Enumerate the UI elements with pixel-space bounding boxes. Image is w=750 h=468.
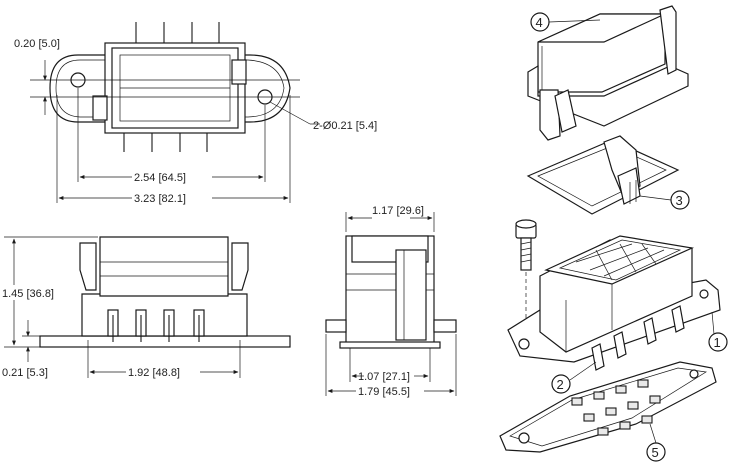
front-view: 1.45 [36.8] 0.21 [5.3] 1.92 [48.8] <box>2 236 291 379</box>
callout-5: 5 <box>646 423 666 462</box>
side-view: 1.17 [29.6] 1.07 [27.1] 1.79 [45.5] <box>325 205 457 398</box>
top-view: 0.20 [5.0] 2-Ø0.21 [5.4] 2.54 [64.5] 3.2… <box>14 22 377 205</box>
svg-text:1: 1 <box>714 335 721 350</box>
cover-part <box>527 5 689 141</box>
dim-overall-length: 3.23 [82.1] <box>134 193 186 205</box>
terminals-part <box>591 305 685 371</box>
base-part <box>507 235 721 363</box>
svg-text:3: 3 <box>676 193 683 208</box>
svg-text:4: 4 <box>536 15 543 30</box>
svg-text:5: 5 <box>652 445 659 460</box>
exploded-view: 4 3 1 2 5 <box>499 5 728 462</box>
svg-text:2: 2 <box>557 377 564 392</box>
screw-part <box>515 219 537 322</box>
callout-2: 2 <box>551 361 597 394</box>
puller-part <box>526 135 680 215</box>
dim-flange-thickness: 0.21 [5.3] <box>2 367 48 379</box>
dim-body-length: 1.92 [48.8] <box>128 367 180 379</box>
bottom-cover-part <box>499 361 717 453</box>
dim-hole-spacing: 2.54 [64.5] <box>134 172 186 184</box>
dim-hole-offset: 0.20 [5.0] <box>14 38 60 50</box>
callout-1: 1 <box>708 311 728 352</box>
dim-width-top: 1.17 [29.6] <box>372 205 424 217</box>
callout-3: 3 <box>639 190 690 210</box>
callout-4: 4 <box>530 12 601 32</box>
dim-hole-diameter: 2-Ø0.21 [5.4] <box>313 120 377 132</box>
dim-height: 1.45 [36.8] <box>2 288 54 300</box>
dim-width-overall: 1.79 [45.5] <box>358 386 410 398</box>
dim-width-inner: 1.07 [27.1] <box>358 371 410 383</box>
